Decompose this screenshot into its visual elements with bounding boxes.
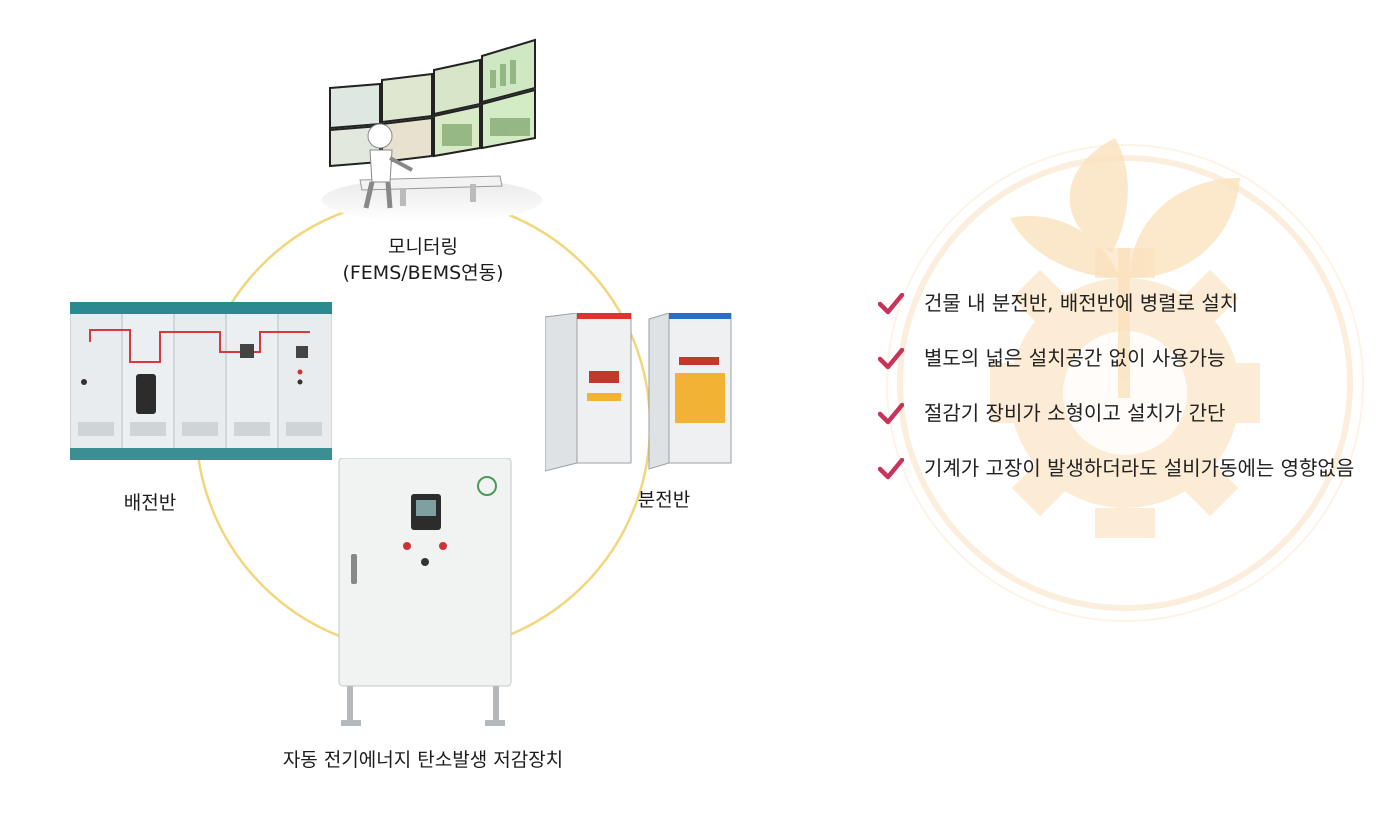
monitoring-caption-line2: (FEMS/BEMS연동) bbox=[342, 262, 504, 284]
feature-item: 절감기 장비가 소형이고 설치가 간단 bbox=[878, 400, 1378, 427]
energy-saving-device-image bbox=[338, 458, 512, 726]
device-label: 자동 전기에너지 탄소발생 저감장치 bbox=[282, 749, 564, 771]
feature-item: 기계가 고장이 발생하더라도 설비가동에는 영향없음 bbox=[878, 455, 1378, 482]
feature-list: 건물 내 분전반, 배전반에 병렬로 설치 별도의 넓은 설치공간 없이 사용가… bbox=[878, 290, 1378, 510]
feature-text: 절감기 장비가 소형이고 설치가 간단 bbox=[924, 401, 1226, 425]
feature-text: 별도의 넓은 설치공간 없이 사용가능 bbox=[924, 346, 1226, 370]
check-icon bbox=[878, 348, 904, 370]
distribution-board-image bbox=[70, 302, 332, 460]
monitoring-caption-line1: 모니터링 bbox=[388, 236, 458, 258]
feature-text: 건물 내 분전반, 배전반에 병렬로 설치 bbox=[924, 291, 1239, 315]
feature-item: 별도의 넓은 설치공간 없이 사용가능 bbox=[878, 345, 1378, 372]
feature-item: 건물 내 분전반, 배전반에 병렬로 설치 bbox=[878, 290, 1378, 317]
check-icon bbox=[878, 403, 904, 425]
check-icon bbox=[878, 293, 904, 315]
monitoring-caption: 모니터링 (FEMS/BEMS연동) bbox=[305, 234, 541, 286]
eco-gear-watermark-icon bbox=[886, 138, 1364, 622]
monitoring-room-illustration bbox=[322, 38, 542, 220]
feature-text: 기계가 고장이 발생하더라도 설비가동에는 영향없음 bbox=[924, 456, 1355, 480]
check-icon bbox=[878, 458, 904, 480]
distribution-board-label: 배전반 bbox=[123, 492, 177, 514]
branch-board-label: 분전반 bbox=[637, 489, 691, 511]
branch-panel-image bbox=[545, 313, 732, 472]
